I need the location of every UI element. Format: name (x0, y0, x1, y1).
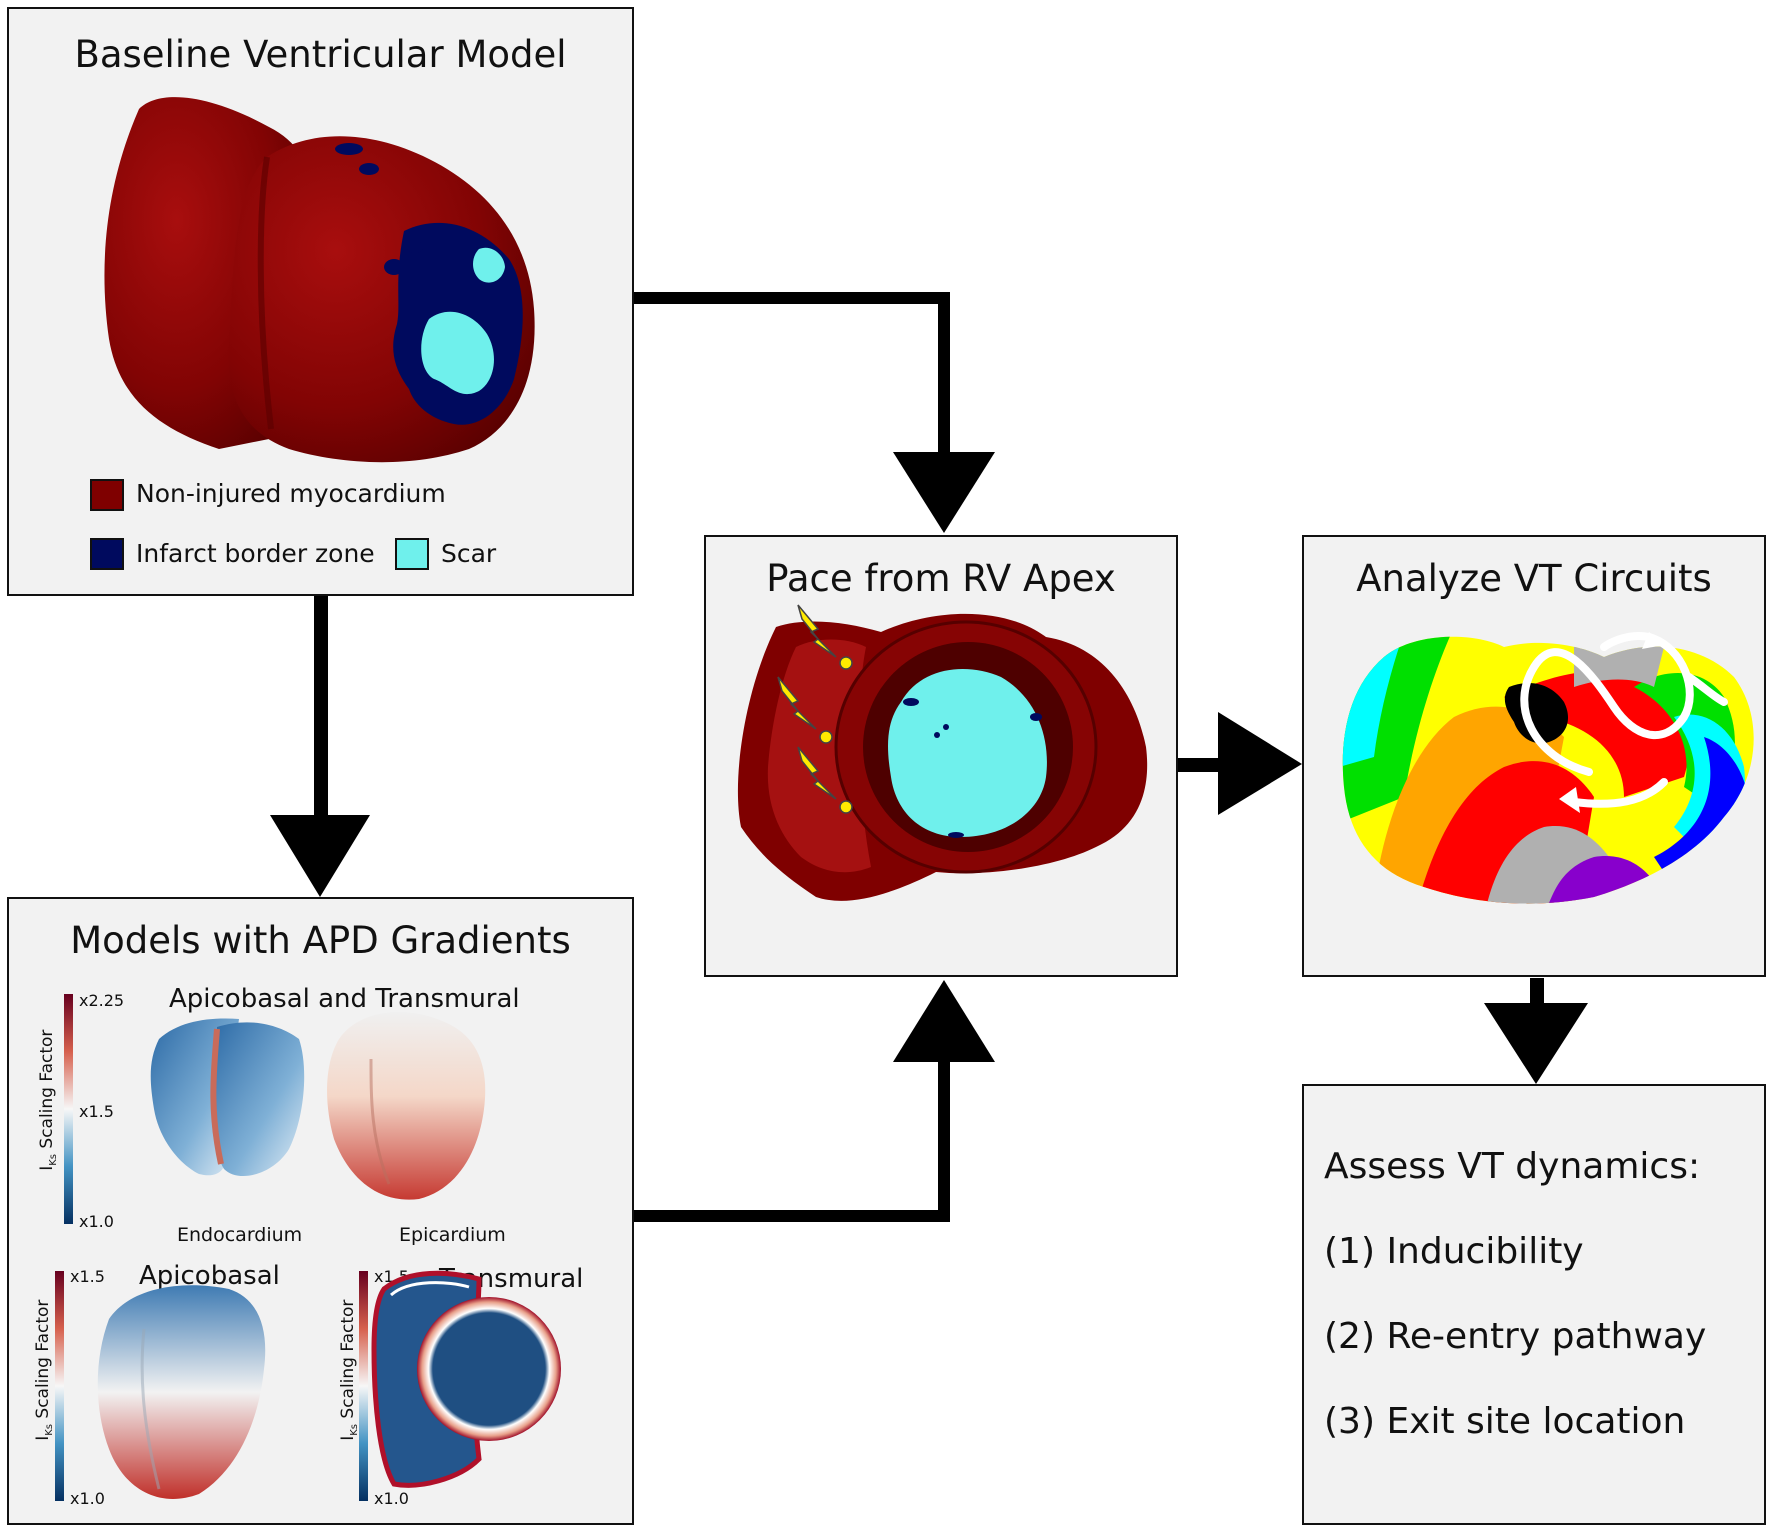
activation-map-bands (1342, 636, 1754, 904)
legend-swatch-myocardium (90, 479, 124, 511)
reentry-path-2 (1685, 673, 1728, 706)
assess-panel: Assess VT dynamics: (1) Inducibility (2)… (1302, 1084, 1766, 1525)
colorbar-top-tick-max: x2.25 (79, 991, 125, 1010)
arrowhead-down-assess (1484, 1003, 1588, 1084)
pace-title: Pace from RV Apex (766, 557, 1116, 600)
assess-item-reentry-pathway: (2) Re-entry pathway (1324, 1316, 1707, 1357)
baseline-heart-render (90, 97, 535, 570)
connector-apd-pace-h (632, 1210, 950, 1222)
arrowhead-down-pace (893, 452, 995, 533)
pace-border-zone-dots (903, 698, 1042, 838)
lightning-bolt-icon-1 (797, 604, 853, 670)
reentry-path-3 (1570, 778, 1668, 808)
analyze-panel: Analyze VT Circuits (1302, 535, 1766, 977)
reentry-arrowheads (1559, 632, 1664, 813)
connector-analyze-assess (1530, 978, 1544, 1008)
legend-swatch-border-zone (90, 538, 124, 570)
epicardium-render (327, 1012, 486, 1200)
colorbar-top (64, 994, 73, 1224)
pacing-bolts (777, 604, 853, 814)
colorbar-br-tick-min: x1.0 (374, 1489, 409, 1508)
colorbar-bl-tick-max: x1.5 (70, 1267, 105, 1286)
colorbar-top-tick-mid: x1.5 (79, 1102, 114, 1121)
arrowhead-right-analyze (1218, 712, 1302, 815)
connector-apd-pace-v (938, 1060, 950, 1222)
transmural-render (371, 1270, 561, 1488)
activation-map-render (1342, 632, 1754, 904)
apd-panel: Models with APD Gradients Apicobasal and… (7, 897, 634, 1525)
apicobasal-render (97, 1285, 266, 1499)
apd-title: Models with APD Gradients (70, 919, 571, 962)
arrowhead-down-apd (270, 815, 370, 897)
lightning-bolt-icon-2 (777, 676, 833, 744)
endocardium-render (150, 1018, 305, 1177)
connector-baseline-apd (314, 595, 328, 817)
pace-lv-scar (888, 669, 1047, 837)
connector-baseline-pace-v (938, 292, 950, 454)
baseline-scar (421, 247, 505, 395)
colorbar-bottom-left (55, 1271, 64, 1501)
colorbar-top-tick-min: x1.0 (79, 1212, 114, 1231)
apd-epi-label: Epicardium (399, 1224, 506, 1246)
apd-endo-label: Endocardium (177, 1224, 303, 1246)
baseline-title: Baseline Ventricular Model (74, 33, 567, 76)
assess-item-exit-site: (3) Exit site location (1324, 1401, 1686, 1442)
assess-item-inducibility: (1) Inducibility (1324, 1231, 1584, 1272)
legend-label-myocardium: Non-injured myocardium (136, 479, 446, 508)
legend-label-scar: Scar (441, 539, 497, 568)
apd-renders (55, 994, 561, 1501)
apd-apicobasal-label: Apicobasal (139, 1261, 280, 1291)
analyze-title: Analyze VT Circuits (1356, 557, 1712, 600)
arrowhead-icon-2 (1559, 787, 1580, 813)
lightning-bolt-icon-3 (797, 746, 853, 814)
assess-title: Assess VT dynamics: (1324, 1146, 1701, 1187)
legend-label-border-zone: Infarct border zone (136, 539, 375, 568)
colorbar-bottom-right (359, 1271, 368, 1501)
pace-heart-render (737, 604, 1148, 901)
baseline-septal-groove (257, 156, 274, 430)
apd-top-subtitle: Apicobasal and Transmural (169, 984, 520, 1014)
arrowhead-icon-1 (1642, 632, 1664, 649)
arrowhead-up-pace (893, 980, 995, 1062)
connector-baseline-pace-h (632, 292, 950, 304)
baseline-panel: Baseline Ventricular Model (7, 7, 634, 596)
colorbar-bl-tick-min: x1.0 (70, 1489, 105, 1508)
pace-panel: Pace from RV Apex (704, 535, 1178, 977)
legend-swatch-scar (395, 538, 429, 570)
connector-pace-analyze (1178, 758, 1220, 772)
